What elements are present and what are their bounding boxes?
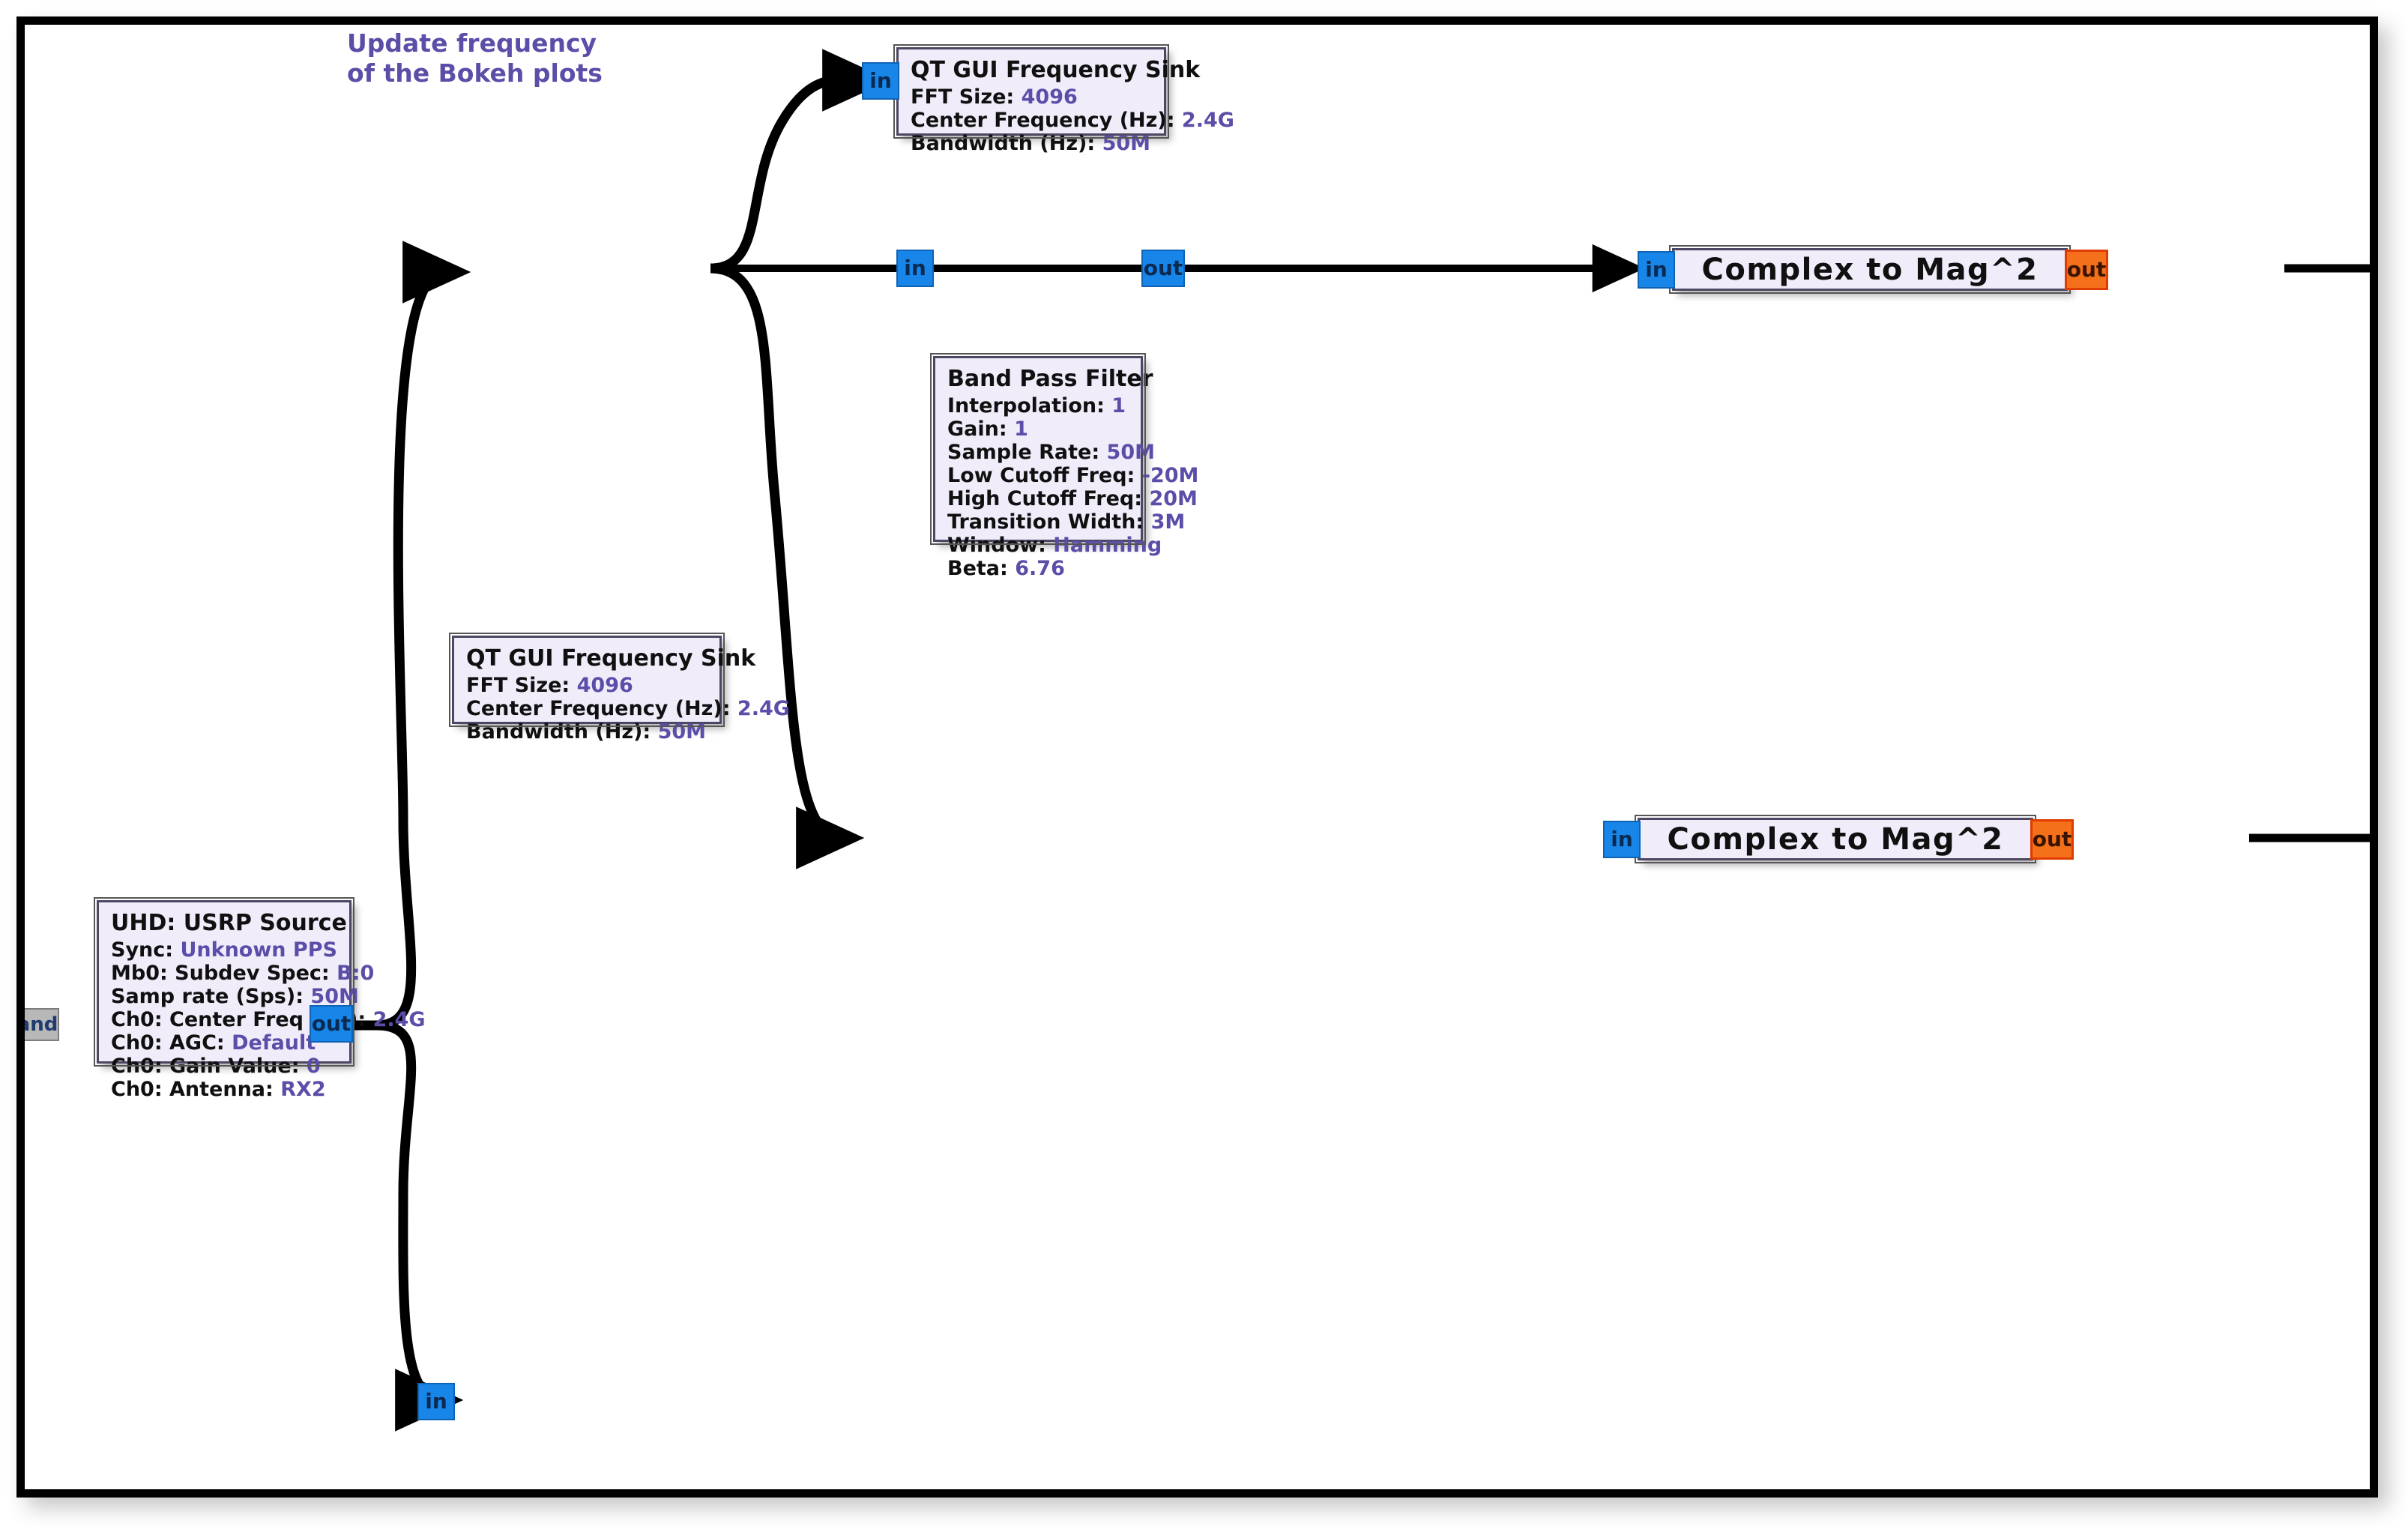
param-label: Beta: [947,557,1008,580]
param-agc: Ch0: AGC: Default [111,1031,337,1055]
param-label: Ch0: Antenna: [111,1078,274,1101]
port-mag2-top-out[interactable]: out [2065,250,2108,290]
param-sync: Sync: Unknown PPS [111,938,337,962]
port-mag2-top-in[interactable]: in [1638,251,1675,289]
port-mag2-bottom-in[interactable]: in [1603,821,1641,858]
param-label: Samp rate (Sps): [111,985,304,1008]
param-label: Low Cutoff Freq: [947,464,1135,487]
param-transition-width: Transition Width: 3M [947,510,1185,534]
param-value: -20M [1141,464,1199,487]
param-value: B:0 [337,962,375,985]
param-value: 50M [1102,132,1151,155]
param-value: 50M [657,720,707,744]
param-antenna: Ch0: Antenna: RX2 [111,1078,337,1101]
param-label: Center Frequency (Hz): [466,697,731,720]
param-label: Mb0: Subdev Spec: [111,962,330,985]
annotation-update-frequency: Update frequency of the Bokeh plots [347,28,603,88]
param-value: Default [232,1031,316,1055]
wire-bpf-to-mag2-bottom [710,263,865,869]
block-complex-to-mag2-bottom[interactable]: Complex to Mag^2 [1635,815,2036,863]
param-label: Bandwidth (Hz): [911,132,1096,155]
param-label: Sample Rate: [947,441,1100,464]
wire-bpf-to-freqsink-top [710,49,891,274]
param-value: 50M [1106,441,1155,464]
param-label: Ch0: Gain Value: [111,1055,300,1078]
param-label: Transition Width: [947,510,1144,534]
param-value: Hamming [1053,534,1162,557]
param-value: 1 [1111,394,1126,417]
param-label: Ch0: AGC: [111,1031,225,1055]
param-low-cutoff-freq: Low Cutoff Freq: -20M [947,464,1198,487]
block-title: Complex to Mag^2 [1701,252,2039,287]
param-bandwidth: Bandwidth (Hz): 50M [466,720,707,744]
param-window: Window: Hamming [947,534,1162,557]
param-value: 1 [1014,417,1028,441]
block-complex-to-mag2-top[interactable]: Complex to Mag^2 [1669,245,2071,294]
block-title: Complex to Mag^2 [1667,821,2004,857]
param-value: 20M [1149,487,1198,510]
flowgraph-sheet: Update frequency of the Bokeh plots UHD:… [25,25,2370,1489]
block-title: Band Pass Filter [947,366,1153,392]
param-label: Interpolation: [947,394,1105,417]
connection-layer [25,49,2370,1432]
param-high-cutoff-freq: High Cutoff Freq: 20M [947,487,1198,510]
param-bandwidth: Bandwidth (Hz): 50M [911,132,1152,155]
param-label: Center Frequency (Hz): [911,109,1175,132]
param-value: 6.76 [1015,557,1065,580]
block-band-pass-filter[interactable]: Band Pass Filter Interpolation: 1 Gain: … [930,353,1198,580]
param-gain-value: Ch0: Gain Value: 0 [111,1055,337,1078]
param-sample-rate: Sample Rate: 50M [947,441,1155,464]
param-label: FFT Size: [911,85,1015,109]
param-value: 0 [306,1055,321,1078]
param-subdev-spec: Mb0: Subdev Spec: B:0 [111,962,374,985]
param-value: 4096 [1021,85,1078,109]
param-center-frequency: Center Frequency (Hz): 2.4G [911,109,1234,132]
param-label: High Cutoff Freq: [947,487,1143,510]
port-bpf-out[interactable]: out [1141,250,1185,287]
param-value: 2.4G [1181,109,1234,132]
param-label: FFT Size: [466,674,570,697]
port-mag2-bottom-out[interactable]: out [2030,819,2074,860]
param-value: 2.4G [372,1008,426,1031]
port-usrp-command[interactable]: and [25,1008,59,1041]
param-center-freq: Ch0: Center Freq (Hz): 2.4G [111,1008,426,1031]
block-title: QT GUI Frequency Sink [911,57,1201,83]
param-value: 4096 [576,674,633,697]
wire-usrp-to-bpf [340,241,471,1031]
param-value: 3M [1150,510,1186,534]
param-gain: Gain: 1 [947,417,1129,441]
param-beta: Beta: 6.76 [947,557,1129,580]
block-qt-gui-frequency-sink-bottom[interactable]: QT GUI Frequency Sink FFT Size: 4096 Cen… [449,633,790,744]
param-label: Window: [947,534,1046,557]
flowgraph-frame: Update frequency of the Bokeh plots UHD:… [16,16,2378,1498]
port-freqsink-top-in[interactable]: in [862,62,899,100]
param-value: Unknown PPS [180,938,337,962]
param-fft-size: FFT Size: 4096 [466,674,707,697]
param-label: Sync: [111,938,174,962]
param-value: RX2 [280,1078,326,1101]
block-title: QT GUI Frequency Sink [466,645,756,672]
block-qt-gui-frequency-sink-top[interactable]: QT GUI Frequency Sink FFT Size: 4096 Cen… [893,44,1234,155]
param-center-frequency: Center Frequency (Hz): 2.4G [466,697,790,720]
port-usrp-out[interactable]: out [310,1005,353,1043]
block-title: UHD: USRP Source [111,910,347,936]
param-label: Gain: [947,417,1007,441]
param-label: Bandwidth (Hz): [466,720,651,744]
param-samp-rate: Samp rate (Sps): 50M [111,985,359,1008]
port-bpf-in[interactable]: in [896,250,934,287]
param-fft-size: FFT Size: 4096 [911,85,1152,109]
param-value: 2.4G [737,697,790,720]
port-freqsink-bottom-in[interactable]: in [417,1383,455,1420]
param-interpolation: Interpolation: 1 [947,394,1129,417]
wire-usrp-to-freqsink-bottom [340,1020,464,1432]
